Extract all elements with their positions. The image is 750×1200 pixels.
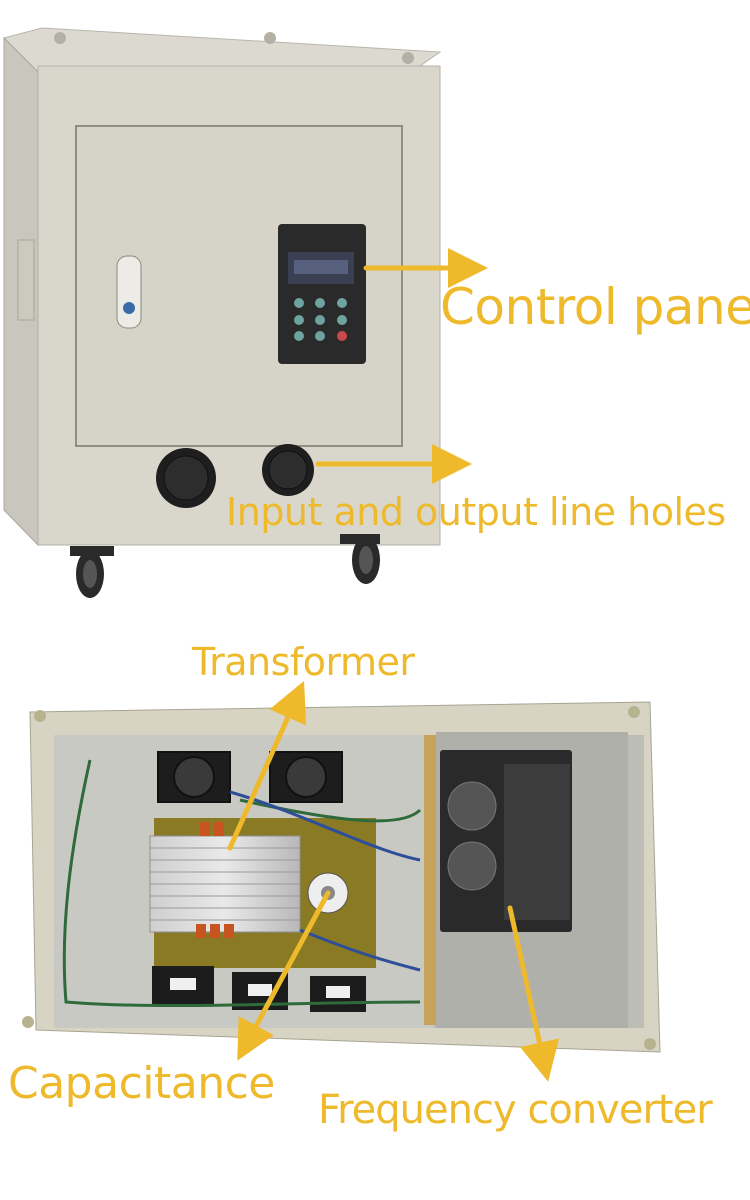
cabinet-interior-photo xyxy=(22,701,661,1053)
cabinet-exterior-photo xyxy=(3,27,442,598)
label-transformer: Transformer xyxy=(192,640,415,684)
label-line-holes: Input and output line holes xyxy=(226,490,726,534)
callout-arrows xyxy=(227,248,560,1082)
label-control-panel: Control panel xyxy=(440,278,750,336)
label-capacitance: Capacitance xyxy=(8,1058,275,1109)
label-frequency-converter: Frequency converter xyxy=(318,1087,713,1133)
